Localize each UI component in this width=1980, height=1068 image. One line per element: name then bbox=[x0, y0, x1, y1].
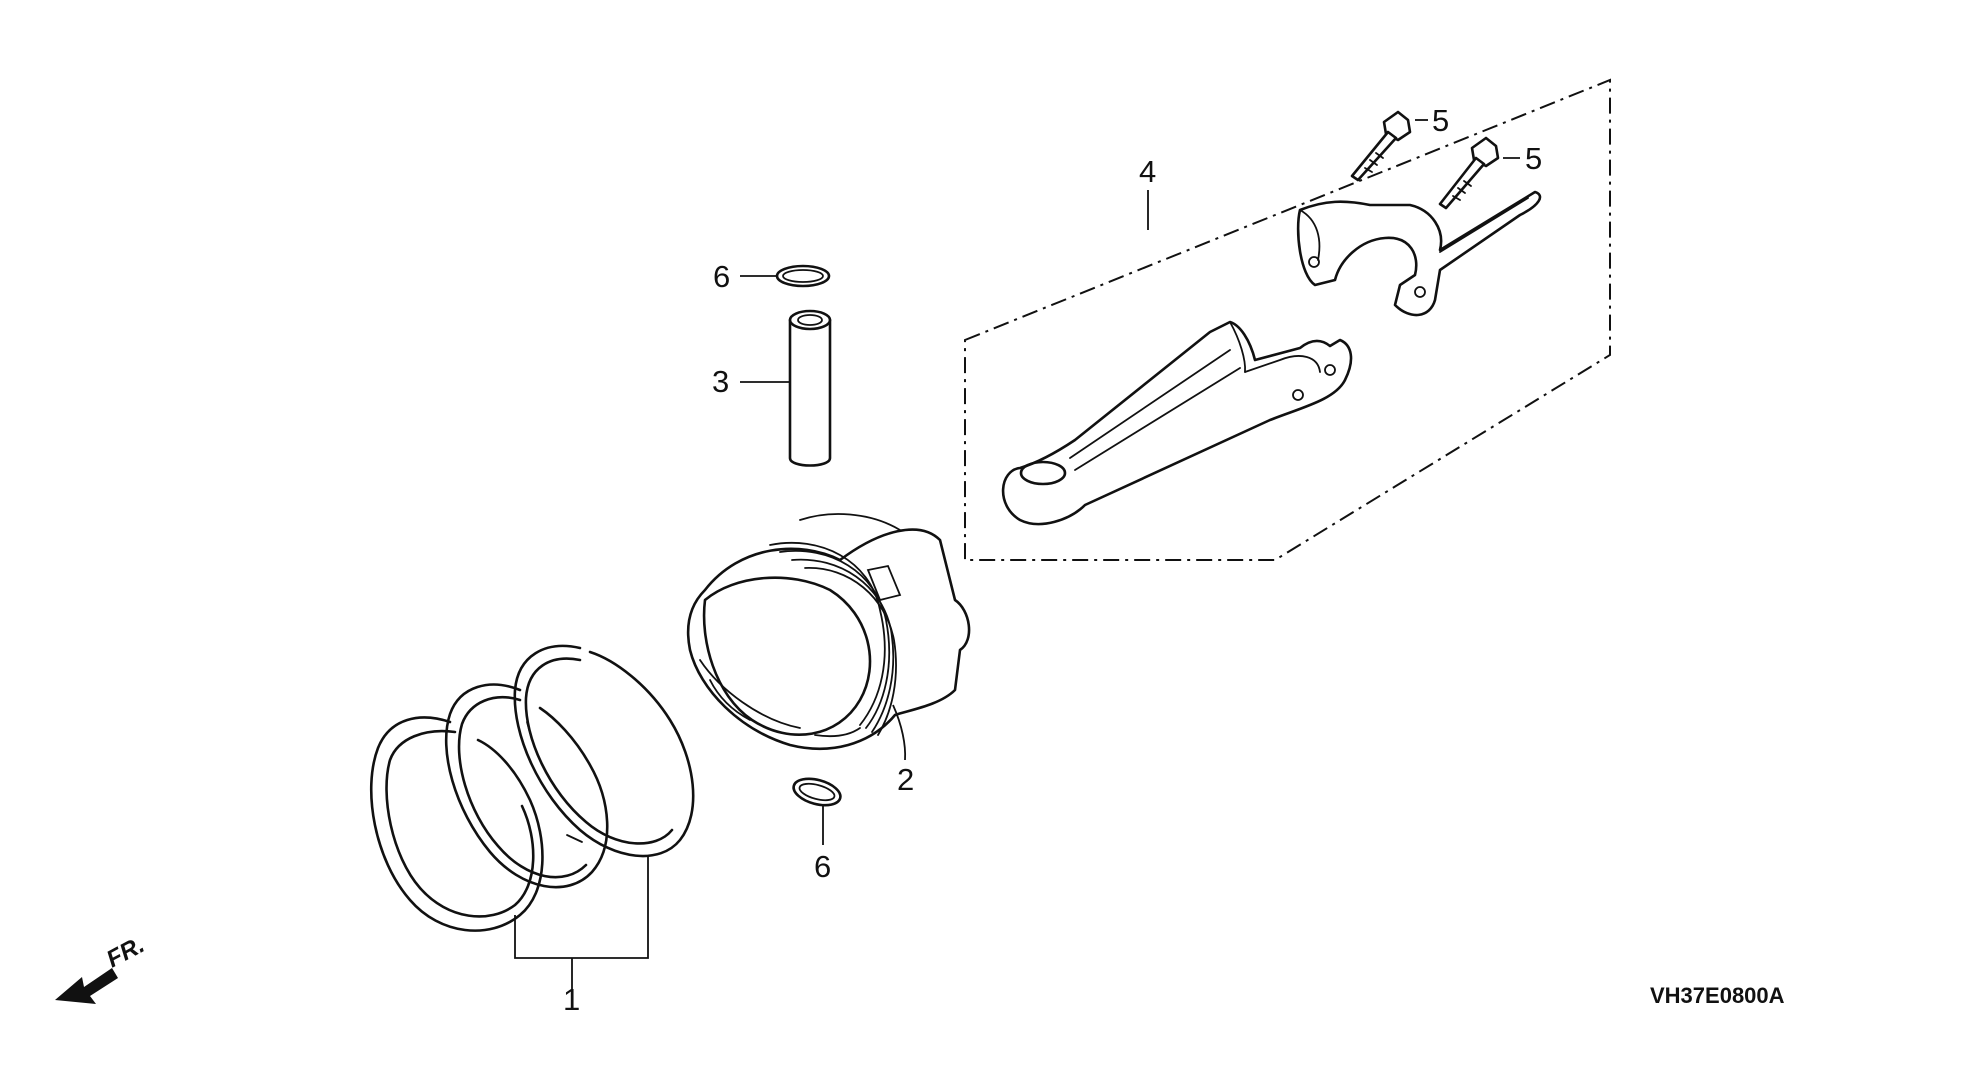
callout-piston: 2 bbox=[897, 762, 914, 797]
piston bbox=[686, 513, 971, 761]
callout-rod-bolt-upper: 5 bbox=[1432, 103, 1449, 138]
connecting-rod-set bbox=[964, 78, 1611, 561]
rod-bolt-upper bbox=[1350, 110, 1428, 182]
callout-connecting-rod-set: 4 bbox=[1139, 154, 1156, 189]
callout-rod-bolt-lower: 5 bbox=[1525, 141, 1542, 176]
pin-clip-bottom bbox=[792, 777, 842, 845]
figure-code: VH37E0800A bbox=[1650, 983, 1785, 1008]
front-direction-label: FR. bbox=[102, 931, 149, 973]
callout-piston-pin: 3 bbox=[712, 364, 729, 399]
callout-pin-clip-top: 6 bbox=[713, 259, 730, 294]
pin-clip-top bbox=[740, 264, 831, 288]
piston-pin bbox=[740, 309, 832, 467]
front-direction-arrow-icon bbox=[55, 968, 118, 1004]
callout-pin-clip-bottom: 6 bbox=[814, 849, 831, 884]
rod-bolt-lower bbox=[1438, 136, 1520, 210]
piston-rings bbox=[369, 644, 695, 990]
callout-piston-rings: 1 bbox=[563, 982, 580, 1017]
